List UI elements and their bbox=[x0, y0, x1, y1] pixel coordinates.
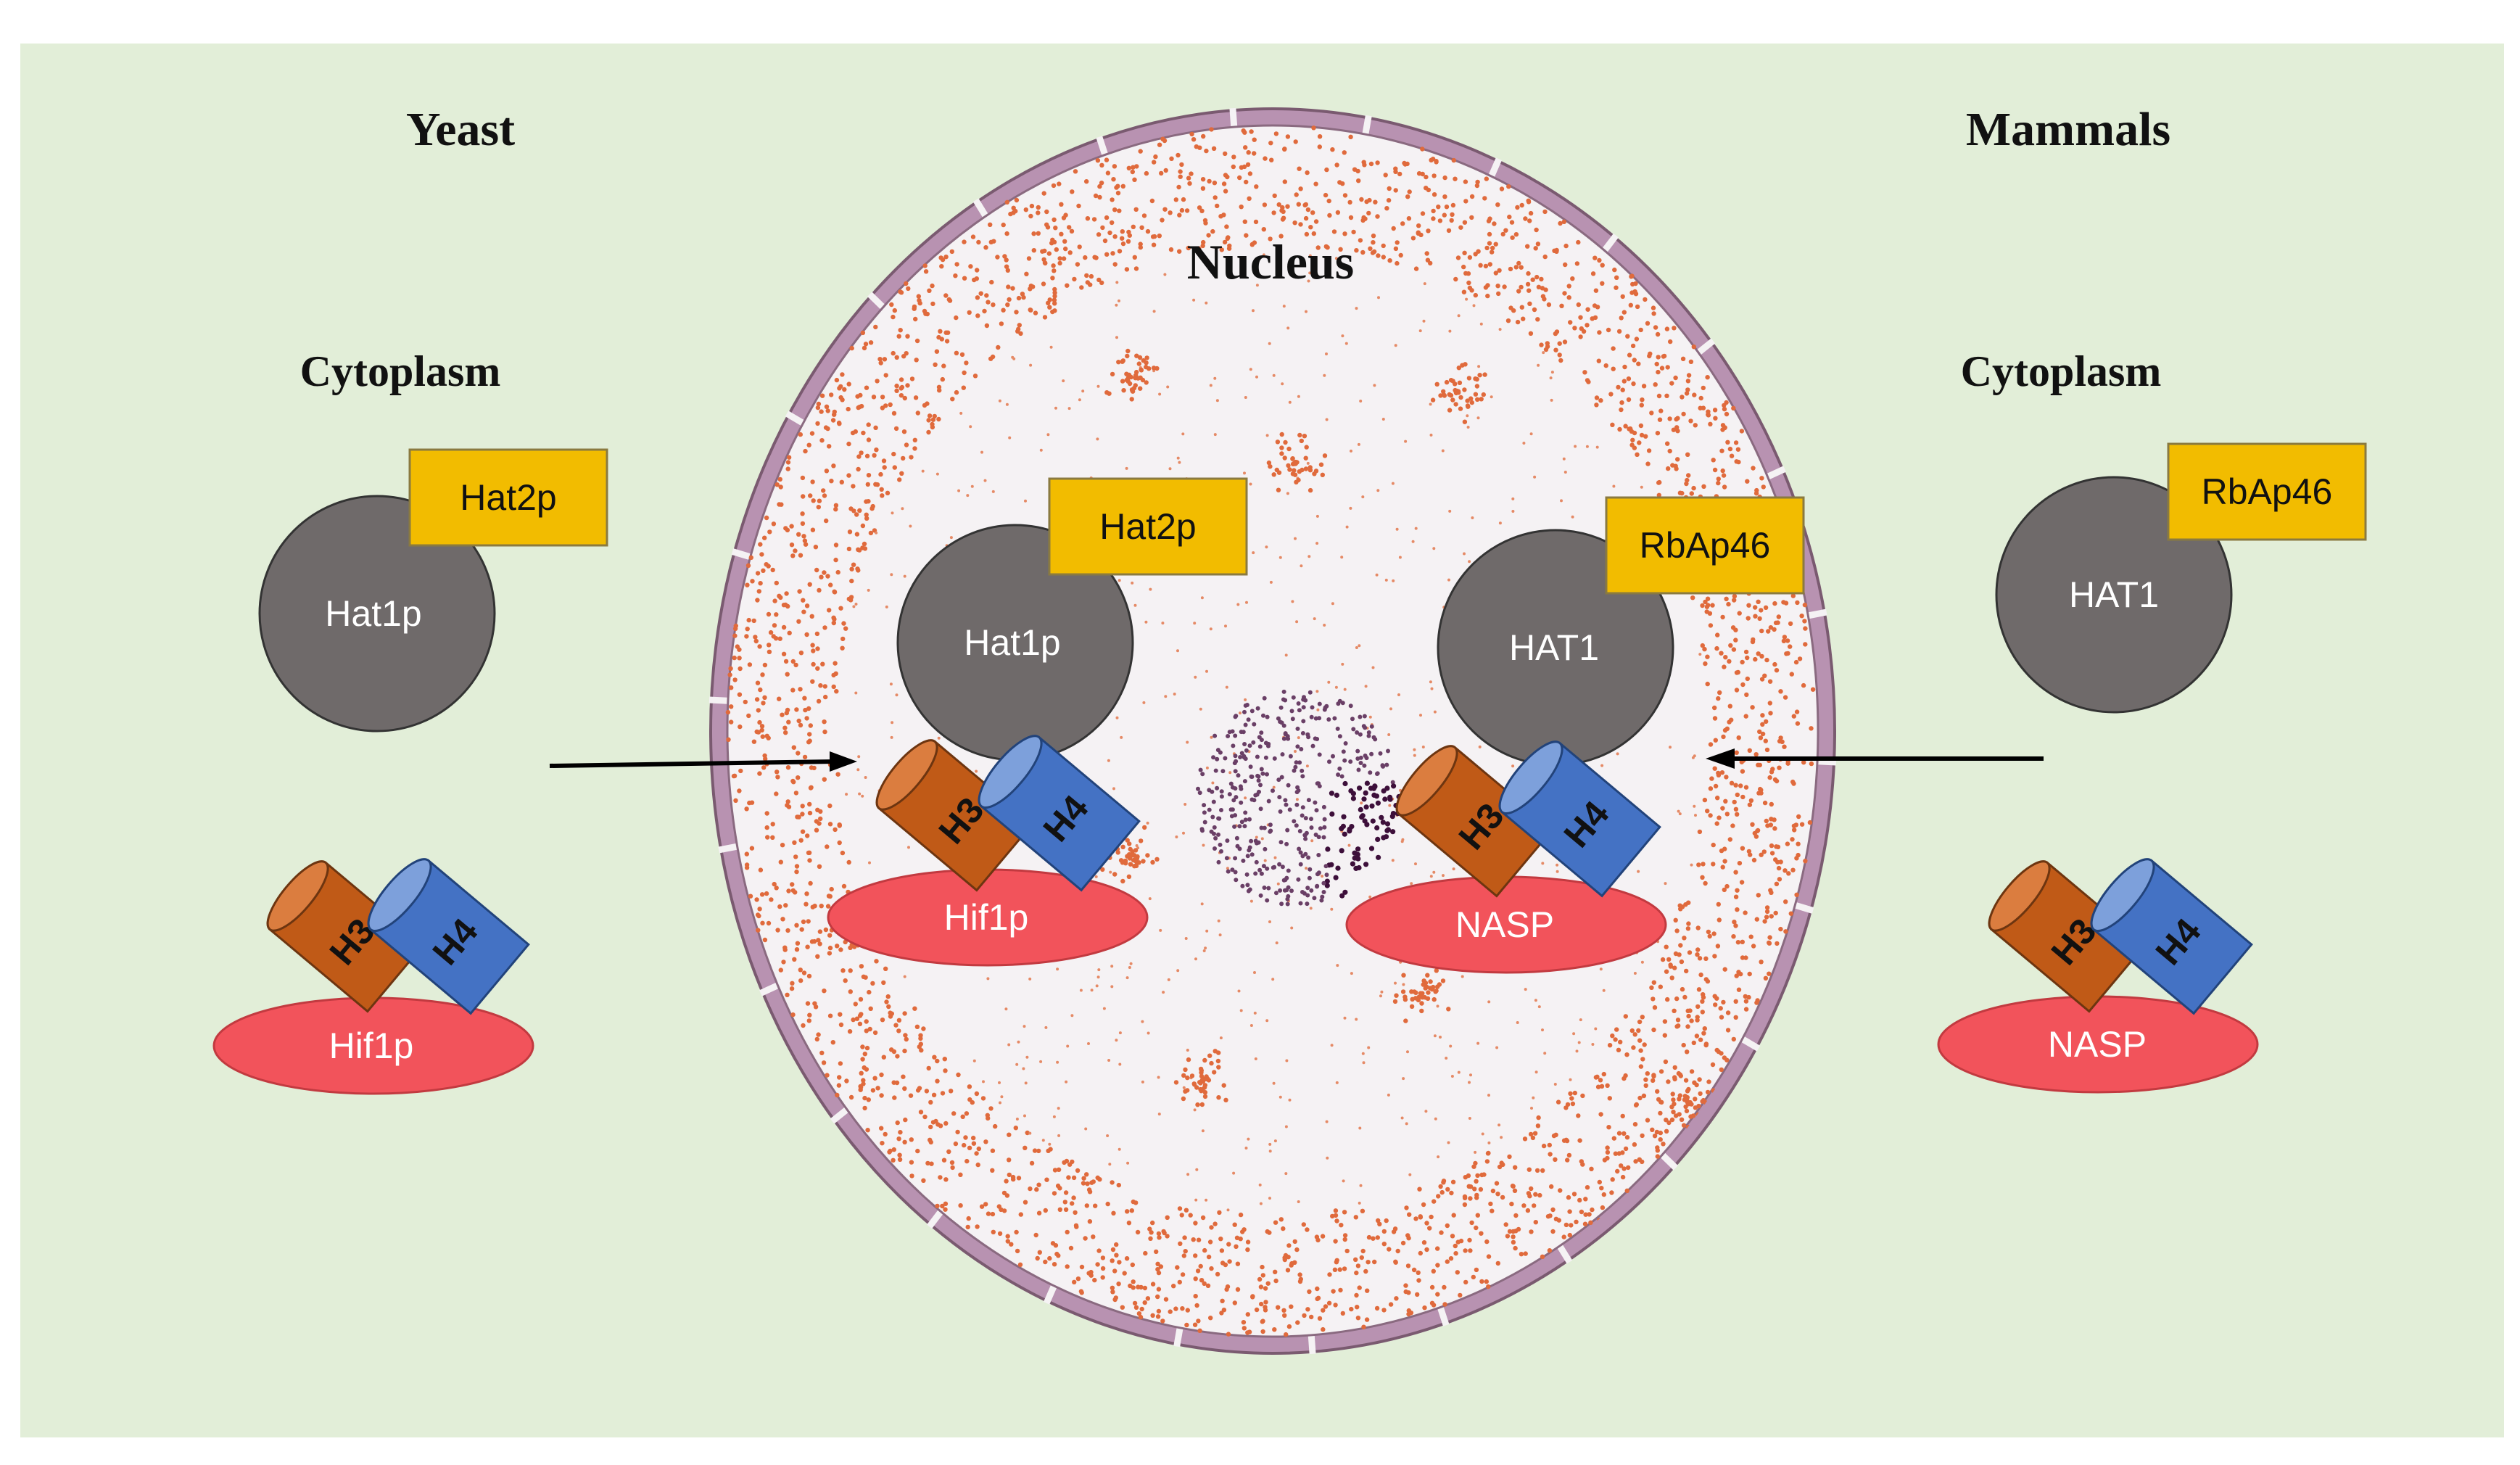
partner-label: RbAp46 bbox=[2202, 471, 2333, 512]
yeast-cytoplasm-complex: Hat1p Hat2p Hif1p H3 H4 bbox=[212, 448, 608, 1095]
chaperone-label: Hif1p bbox=[944, 897, 1029, 938]
cytoplasm-left-heading: Cytoplasm bbox=[300, 347, 501, 395]
h3-histone: H3 bbox=[1988, 860, 2147, 1013]
mammals-heading: Mammals bbox=[1966, 103, 2170, 156]
nuclear-pore-gaps bbox=[709, 107, 1837, 1355]
partner-label: RbAp46 bbox=[1640, 525, 1771, 566]
chaperone-label: NASP bbox=[1455, 904, 1554, 945]
h4-histone: H4 bbox=[978, 735, 1141, 892]
cytoplasm-right-heading: Cytoplasm bbox=[1961, 347, 2162, 395]
enzyme-label: HAT1 bbox=[2069, 574, 2159, 615]
h3-histone: H3 bbox=[266, 860, 426, 1013]
h4-histone: H4 bbox=[2090, 858, 2253, 1015]
mammal-nucleus-complex: NASP HAT1 RbAp46 H3 H4 bbox=[1345, 496, 1805, 974]
partner-box bbox=[2167, 442, 2367, 541]
h3-histone: H3 bbox=[1395, 745, 1555, 898]
partner-box bbox=[1605, 496, 1805, 595]
partner-label: Hat2p bbox=[1099, 506, 1196, 547]
partner-box bbox=[1048, 477, 1248, 576]
nucleus-heading: Nucleus bbox=[1187, 234, 1354, 289]
partner-box bbox=[408, 448, 608, 547]
yeast-nucleus-complex: Hif1p Hat1p Hat2p H3 H4 bbox=[827, 477, 1248, 967]
h4-histone: H4 bbox=[367, 858, 530, 1015]
yeast-heading: Yeast bbox=[406, 103, 515, 156]
partner-label: Hat2p bbox=[460, 477, 556, 518]
enzyme-label: Hat1p bbox=[325, 593, 421, 634]
nucleoplasm bbox=[727, 125, 1818, 1337]
arrow-left-icon bbox=[1706, 748, 2044, 769]
mammal-cytoplasm-complex: HAT1 RbAp46 NASP H3 H4 bbox=[1937, 442, 2367, 1094]
enzyme-label: HAT1 bbox=[1509, 627, 1599, 668]
enzyme-label: Hat1p bbox=[964, 622, 1060, 663]
h4-histone: H4 bbox=[1498, 740, 1661, 898]
chaperone-label: Hif1p bbox=[329, 1026, 414, 1066]
chaperone-label: NASP bbox=[2048, 1024, 2147, 1065]
envelope-inner-line bbox=[726, 124, 1819, 1338]
enzyme-disc bbox=[258, 495, 496, 732]
nucleus bbox=[709, 107, 1837, 1355]
arrow-right-icon bbox=[549, 751, 857, 772]
